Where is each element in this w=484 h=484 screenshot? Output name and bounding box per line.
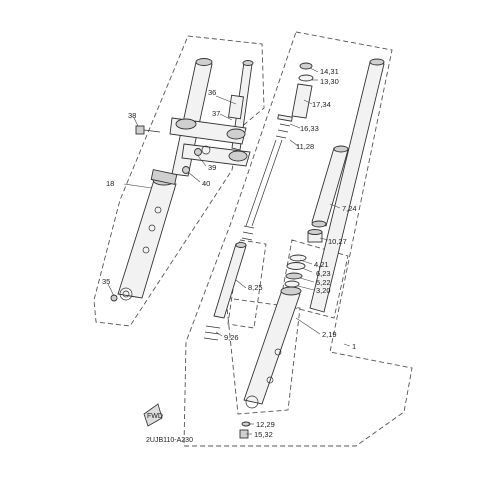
callout-38: 38 xyxy=(128,111,136,120)
fork-spring-lower xyxy=(241,225,255,241)
inner-tube-subassembly-boundary xyxy=(227,239,267,329)
bushing-10-27 xyxy=(307,229,323,243)
callout-4-21: 4,21 xyxy=(314,260,329,269)
spacer-tube xyxy=(291,83,313,119)
inner-tube-right xyxy=(309,58,385,313)
callout-6-23: 6,23 xyxy=(316,269,331,278)
callout-36: 36 xyxy=(208,88,216,97)
callout-35: 35 xyxy=(102,277,110,286)
left-fork-assembly-boundary xyxy=(93,35,265,327)
right-fork-assembly-boundary xyxy=(183,31,413,447)
callout-5-22: 5,22 xyxy=(316,278,331,287)
leader-lines xyxy=(107,67,351,435)
outer-tube-subassembly-boundary xyxy=(225,297,301,415)
callout-17-34: 17,34 xyxy=(312,100,331,109)
drain-bolt xyxy=(239,421,251,439)
damper-cylinder xyxy=(311,145,349,228)
bolt-35 xyxy=(110,294,118,302)
fwd-label: FWD xyxy=(147,413,163,420)
callout-14-31: 14,31 xyxy=(320,67,339,76)
callout-40: 40 xyxy=(202,179,210,188)
callout-10-27: 10,27 xyxy=(328,237,347,246)
callout-13-30: 13,30 xyxy=(320,77,339,86)
callout-37: 37 xyxy=(212,109,220,118)
callout-11-28: 11,28 xyxy=(296,142,314,151)
fork-spring-upper xyxy=(275,114,293,139)
callout-16-33: 16,33 xyxy=(300,124,319,133)
callout-3-20: 3,20 xyxy=(316,286,331,295)
fwd-arrow-icon: FWD xyxy=(143,403,163,427)
callout-1: 1 xyxy=(352,342,356,351)
callout-18: 18 xyxy=(106,179,114,188)
damper-subassembly-boundary xyxy=(279,239,349,319)
callout-7-24: 7,24 xyxy=(342,204,357,213)
seal-stack xyxy=(284,254,307,288)
callout-12-29: 12,29 xyxy=(256,420,275,429)
callout-39: 39 xyxy=(208,163,216,172)
inner-rod xyxy=(213,242,247,319)
bolt-39 xyxy=(194,148,202,156)
callout-2-19: 2,19 xyxy=(322,330,337,339)
callout-9-26: 9,26 xyxy=(224,333,239,342)
diagram-code: 2UJB110-A230 xyxy=(146,437,193,444)
rebound-spring xyxy=(203,325,221,341)
bolt-40 xyxy=(182,166,190,174)
cap-bolt xyxy=(298,62,314,82)
bolt-38 xyxy=(135,125,161,135)
callout-8-25: 8,25 xyxy=(248,283,263,292)
outer-tube-right xyxy=(243,286,302,409)
callout-15-32: 15,32 xyxy=(254,430,273,439)
left-fork-leg xyxy=(117,58,213,301)
upper-bracket xyxy=(169,117,247,145)
damper-rod-long xyxy=(245,139,283,227)
